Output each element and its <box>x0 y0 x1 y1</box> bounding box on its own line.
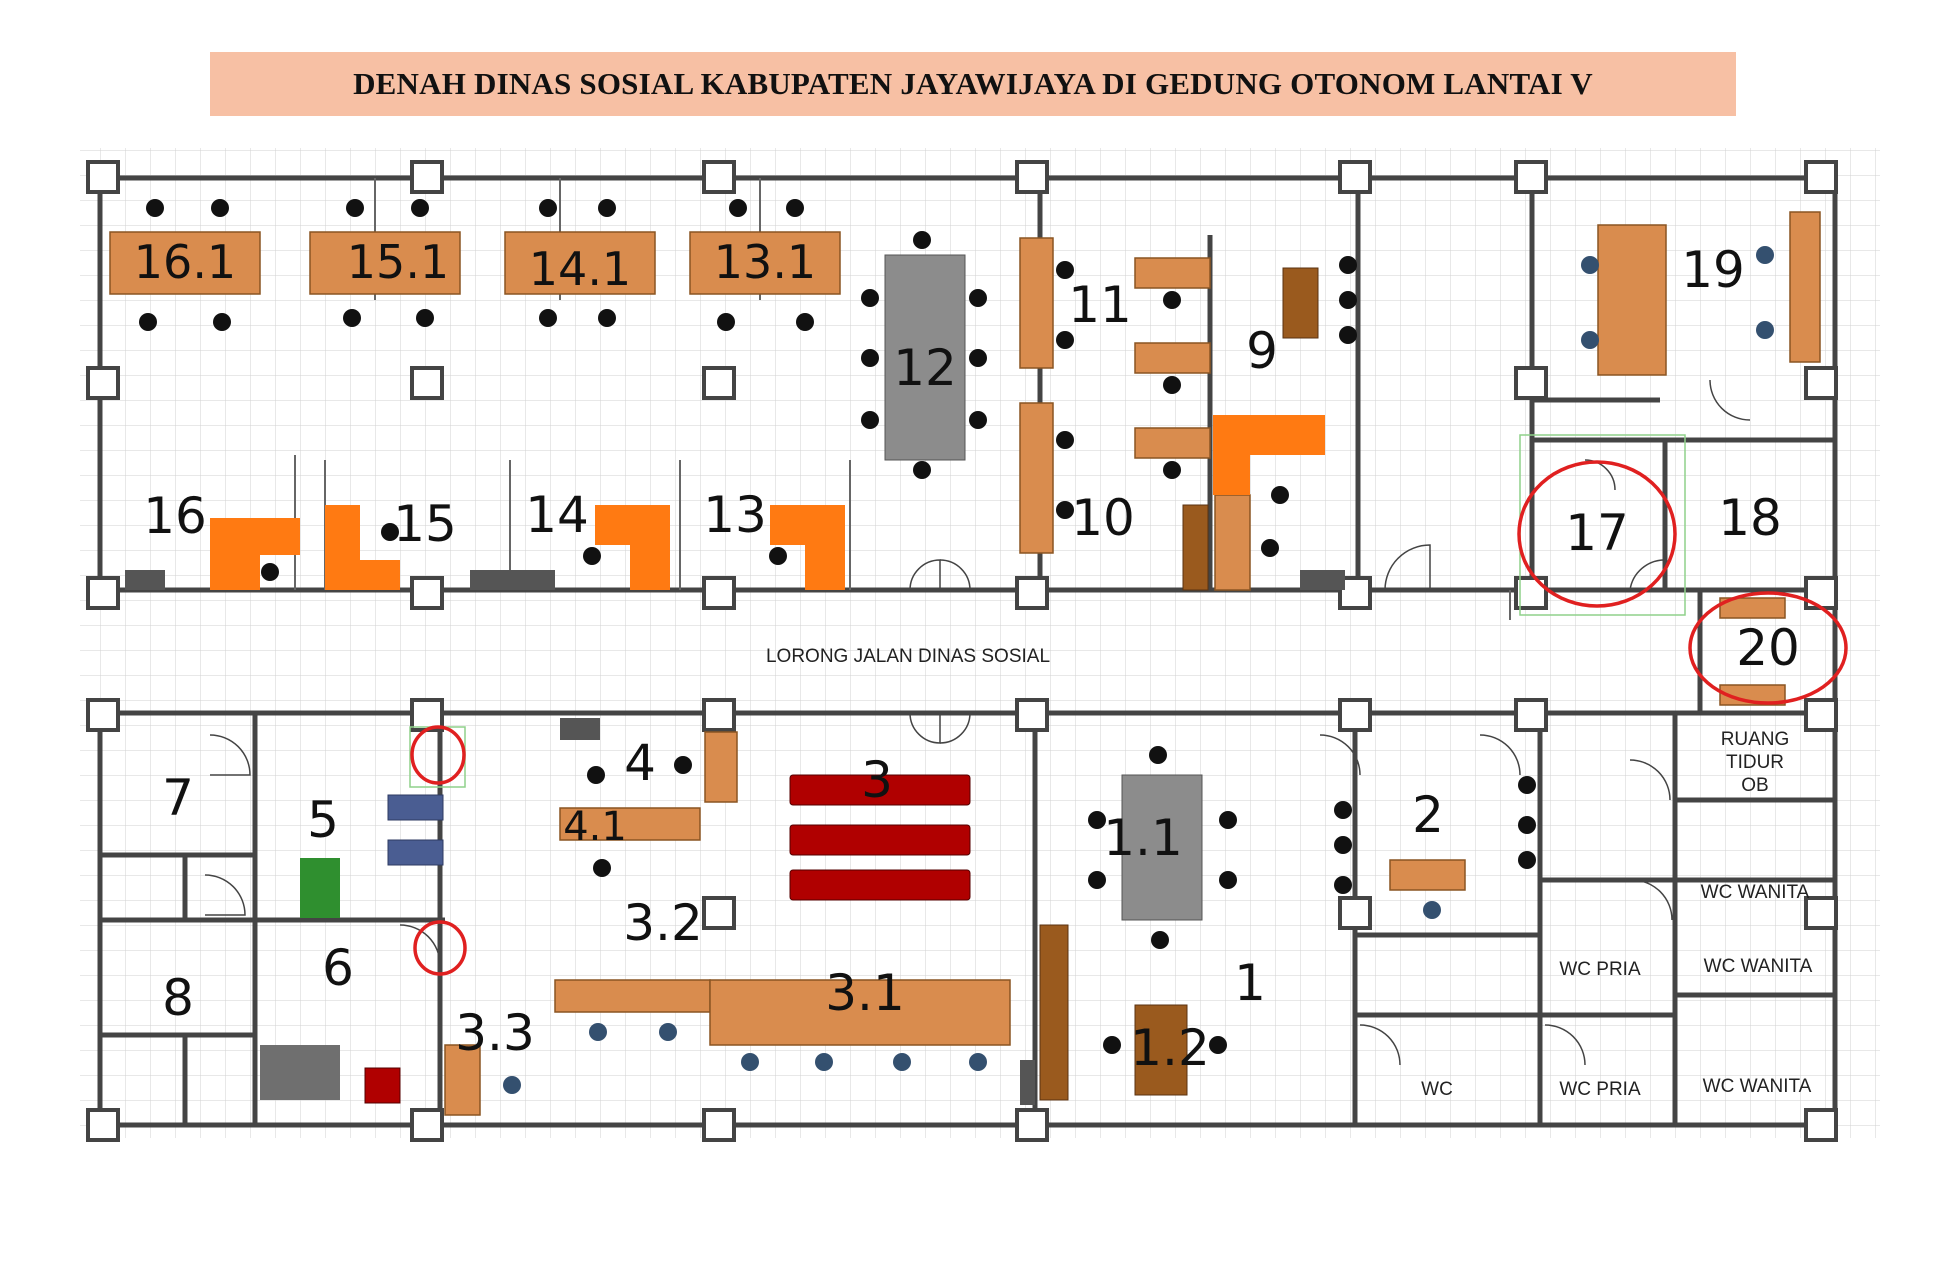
room-label-13-1: 13.1 <box>714 235 816 289</box>
room-label-18: 18 <box>1718 489 1782 547</box>
foosball-table <box>300 858 340 918</box>
room-label-12: 12 <box>893 339 957 397</box>
cabinets <box>125 570 1345 1105</box>
label-wc: WC <box>1421 1079 1453 1100</box>
room-label-7: 7 <box>162 769 194 827</box>
conference-tables <box>884 254 1203 921</box>
room-label-3-1: 3.1 <box>825 964 905 1022</box>
beds <box>387 794 444 866</box>
label-wc-pria-2: WC PRIA <box>1559 1079 1641 1100</box>
label-wc-pria-1: WC PRIA <box>1559 959 1641 980</box>
room-label-3-3: 3.3 <box>455 1004 535 1062</box>
chairs <box>139 199 1536 1054</box>
room-label-17: 17 <box>1565 504 1629 562</box>
label-ruang: RUANG <box>1721 729 1790 750</box>
desks <box>109 211 1821 1116</box>
room-label-19: 19 <box>1681 241 1745 299</box>
room-label-16-1: 16.1 <box>134 235 236 289</box>
room-label-4-1: 4.1 <box>563 804 627 850</box>
label-ob: OB <box>1741 775 1768 796</box>
room-label-4: 4 <box>624 734 656 792</box>
room-label-20: 20 <box>1736 619 1800 677</box>
room-label-10: 10 <box>1071 489 1135 547</box>
plan-title: DENAH DINAS SOSIAL KABUPATEN JAYAWIJAYA … <box>210 52 1736 116</box>
room-label-9: 9 <box>1246 322 1278 380</box>
label-wc-wanita-3: WC WANITA <box>1703 1076 1812 1097</box>
room-label-8: 8 <box>162 969 194 1027</box>
grid-background <box>80 148 1880 1138</box>
label-wc-wanita-1: WC WANITA <box>1701 882 1810 903</box>
room-label-1-2: 1.2 <box>1130 1019 1210 1077</box>
room-label-16: 16 <box>143 487 207 545</box>
room-label-3: 3 <box>861 751 893 809</box>
blue-chairs <box>503 246 1774 1094</box>
columns <box>86 160 1838 1142</box>
room-label-3-2: 3.2 <box>623 894 703 952</box>
room-label-15-1: 15.1 <box>347 235 449 289</box>
room-label-15: 15 <box>393 495 457 553</box>
room-label-11: 11 <box>1068 276 1132 334</box>
room-label-6: 6 <box>322 939 354 997</box>
room-label-1-1: 1.1 <box>1103 809 1183 867</box>
room-label-5: 5 <box>307 791 339 849</box>
room-label-2: 2 <box>1412 786 1444 844</box>
room-label-14: 14 <box>525 486 589 544</box>
sofas <box>364 774 971 1104</box>
room-label-13: 13 <box>703 486 767 544</box>
label-tidur: TIDUR <box>1726 752 1784 773</box>
room-label-1: 1 <box>1234 954 1266 1012</box>
annotation-circles <box>410 460 1848 976</box>
orange-desks <box>210 415 1325 590</box>
corridor-label: LORONG JALAN DINAS SOSIAL <box>766 646 1050 667</box>
door-swings <box>204 379 1751 1066</box>
room-label-14-1: 14.1 <box>529 242 631 296</box>
dark-wood-furniture <box>1039 267 1319 1101</box>
label-wc-wanita-2: WC WANITA <box>1704 956 1813 977</box>
